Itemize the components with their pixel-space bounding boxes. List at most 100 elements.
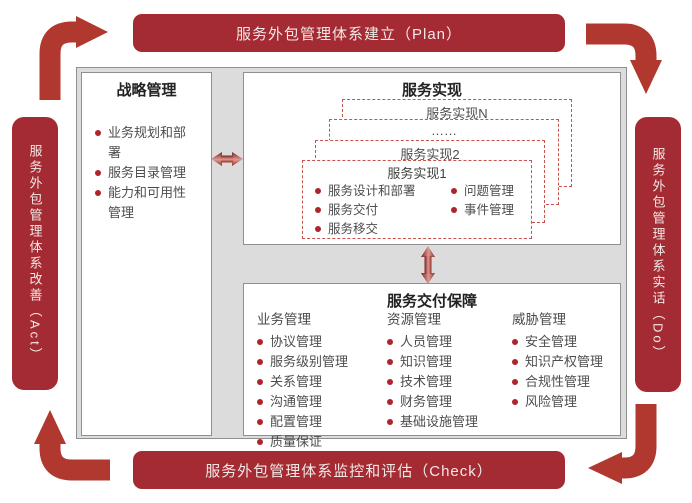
bullet-icon bbox=[95, 170, 101, 176]
bullet-icon bbox=[95, 190, 101, 196]
list-item: 配置管理 bbox=[257, 412, 384, 432]
bullet-icon bbox=[315, 188, 321, 194]
business-management-list: 协议管理 服务级别管理 关系管理 bbox=[257, 332, 384, 452]
list-item-label: 协议管理 bbox=[270, 334, 323, 349]
bullet-icon bbox=[451, 188, 457, 194]
check-banner-label: 服务外包管理体系监控和评估（Check） bbox=[205, 462, 493, 480]
list-item-label: 合规性管理 bbox=[525, 374, 591, 389]
threat-management-header: 威胁管理 bbox=[512, 312, 566, 327]
bullet-icon bbox=[387, 339, 393, 345]
bullet-icon bbox=[257, 439, 263, 445]
list-item: 财务管理 bbox=[387, 392, 509, 412]
bullet-icon bbox=[512, 359, 518, 365]
resource-management-header: 资源管理 bbox=[387, 312, 441, 327]
list-item: 质量保证 bbox=[257, 432, 384, 452]
list-item: 服务交付 bbox=[315, 201, 416, 220]
curved-arrow-top-right-icon bbox=[586, 23, 662, 94]
curved-arrow-top-left-icon bbox=[39, 16, 108, 100]
do-banner-label: 服务外包管理体系实话（Do） bbox=[650, 147, 666, 362]
list-item-label: 知识管理 bbox=[400, 354, 453, 369]
resource-management-list: 人员管理 知识管理 技术管理 bbox=[387, 332, 509, 432]
list-item-label: 沟通管理 bbox=[270, 394, 323, 409]
list-item-label: 能力和可用性管理 bbox=[108, 185, 187, 220]
threat-management-column: 威胁管理 安全管理 知识产权管理 bbox=[512, 310, 618, 412]
bullet-icon bbox=[512, 399, 518, 405]
service-realization-ellipsis-label: …… bbox=[431, 123, 457, 138]
list-item: 业务规划和部署 bbox=[95, 123, 203, 163]
strategy-realization-double-arrow-icon bbox=[211, 152, 243, 166]
business-management-header: 业务管理 bbox=[257, 312, 311, 327]
threat-management-list: 安全管理 知识产权管理 合规性管理 bbox=[512, 332, 618, 412]
list-item-label: 人员管理 bbox=[400, 334, 453, 349]
list-item-label: 服务设计和部署 bbox=[328, 184, 416, 198]
business-management-column: 业务管理 协议管理 服务级别管理 bbox=[257, 310, 384, 452]
list-item: 安全管理 bbox=[512, 332, 618, 352]
service-realization-1-left-list: 服务设计和部署 服务交付 服务移交 bbox=[315, 182, 416, 239]
service-realization-1-card: 服务实现1 服务设计和部署 服务交付 bbox=[302, 160, 532, 239]
act-banner: 服务外包管理体系改善（Act） bbox=[12, 117, 58, 390]
plan-banner-label: 服务外包管理体系建立（Plan） bbox=[235, 25, 463, 43]
service-delivery-assurance-box: 服务交付保障 业务管理 协议管理 服务级别管理 bbox=[243, 283, 621, 449]
list-item-label: 业务规划和部署 bbox=[108, 125, 187, 160]
bullet-icon bbox=[315, 226, 321, 232]
list-item: 人员管理 bbox=[387, 332, 509, 352]
list-item-label: 基础设施管理 bbox=[400, 414, 479, 429]
list-item-label: 服务移交 bbox=[328, 222, 379, 236]
service-realization-box: 服务实现 服务实现N …… 服务实现2 服务实现1 服务设计和部署 bbox=[243, 72, 621, 245]
list-item-label: 关系管理 bbox=[270, 374, 323, 389]
act-banner-label: 服务外包管理体系改善（Act） bbox=[27, 143, 43, 364]
list-item: 合规性管理 bbox=[512, 372, 618, 392]
list-item: 服务设计和部署 bbox=[315, 182, 416, 201]
list-item-label: 配置管理 bbox=[270, 414, 323, 429]
bullet-icon bbox=[257, 419, 263, 425]
do-banner: 服务外包管理体系实话（Do） bbox=[635, 117, 681, 392]
list-item-label: 服务级别管理 bbox=[270, 354, 349, 369]
bullet-icon bbox=[315, 207, 321, 213]
service-realization-title: 服务实现 bbox=[401, 82, 462, 99]
list-item: 风险管理 bbox=[512, 392, 618, 412]
strategy-management-box: 战略管理 业务规划和部署 服务目录管理 能力和可用性管理 bbox=[81, 72, 212, 436]
service-realization-2-label: 服务实现2 bbox=[400, 147, 460, 162]
list-item: 事件管理 bbox=[451, 201, 514, 220]
list-item-label: 服务交付 bbox=[328, 203, 379, 217]
bullet-icon bbox=[95, 130, 101, 136]
list-item-label: 质量保证 bbox=[270, 434, 323, 449]
list-item: 服务级别管理 bbox=[257, 352, 384, 372]
service-realization-1-right-list: 问题管理 事件管理 bbox=[451, 182, 514, 220]
list-item: 关系管理 bbox=[257, 372, 384, 392]
list-item: 问题管理 bbox=[451, 182, 514, 201]
list-item-label: 财务管理 bbox=[400, 394, 453, 409]
list-item-label: 知识产权管理 bbox=[525, 354, 604, 369]
resource-management-column: 资源管理 人员管理 知识管理 bbox=[387, 310, 509, 432]
management-system-panel: 战略管理 业务规划和部署 服务目录管理 能力和可用性管理 bbox=[76, 67, 627, 449]
bullet-icon bbox=[257, 339, 263, 345]
list-item: 知识管理 bbox=[387, 352, 509, 372]
bullet-icon bbox=[451, 207, 457, 213]
list-item: 沟通管理 bbox=[257, 392, 384, 412]
curved-arrow-bottom-left-icon bbox=[34, 410, 110, 481]
list-item-label: 风险管理 bbox=[525, 394, 578, 409]
list-item: 服务目录管理 bbox=[95, 163, 203, 183]
strategy-management-list: 业务规划和部署 服务目录管理 能力和可用性管理 bbox=[82, 123, 211, 223]
bullet-icon bbox=[387, 419, 393, 425]
list-item-label: 技术管理 bbox=[400, 374, 453, 389]
plan-banner: 服务外包管理体系建立（Plan） bbox=[133, 14, 565, 52]
list-item-label: 安全管理 bbox=[525, 334, 578, 349]
list-item: 基础设施管理 bbox=[387, 412, 509, 432]
bullet-icon bbox=[257, 379, 263, 385]
list-item-label: 问题管理 bbox=[464, 184, 515, 198]
bullet-icon bbox=[512, 379, 518, 385]
realization-delivery-double-arrow-icon bbox=[421, 246, 435, 284]
bullet-icon bbox=[257, 359, 263, 365]
list-item-label: 事件管理 bbox=[464, 203, 515, 217]
bullet-icon bbox=[512, 339, 518, 345]
service-realization-1-title: 服务实现1 bbox=[387, 166, 447, 181]
bullet-icon bbox=[387, 399, 393, 405]
list-item: 协议管理 bbox=[257, 332, 384, 352]
bullet-icon bbox=[257, 399, 263, 405]
service-realization-n-label: 服务实现N bbox=[426, 106, 488, 121]
list-item: 知识产权管理 bbox=[512, 352, 618, 372]
list-item: 服务移交 bbox=[315, 220, 416, 239]
check-banner: 服务外包管理体系监控和评估（Check） bbox=[133, 451, 565, 489]
list-item: 技术管理 bbox=[387, 372, 509, 392]
